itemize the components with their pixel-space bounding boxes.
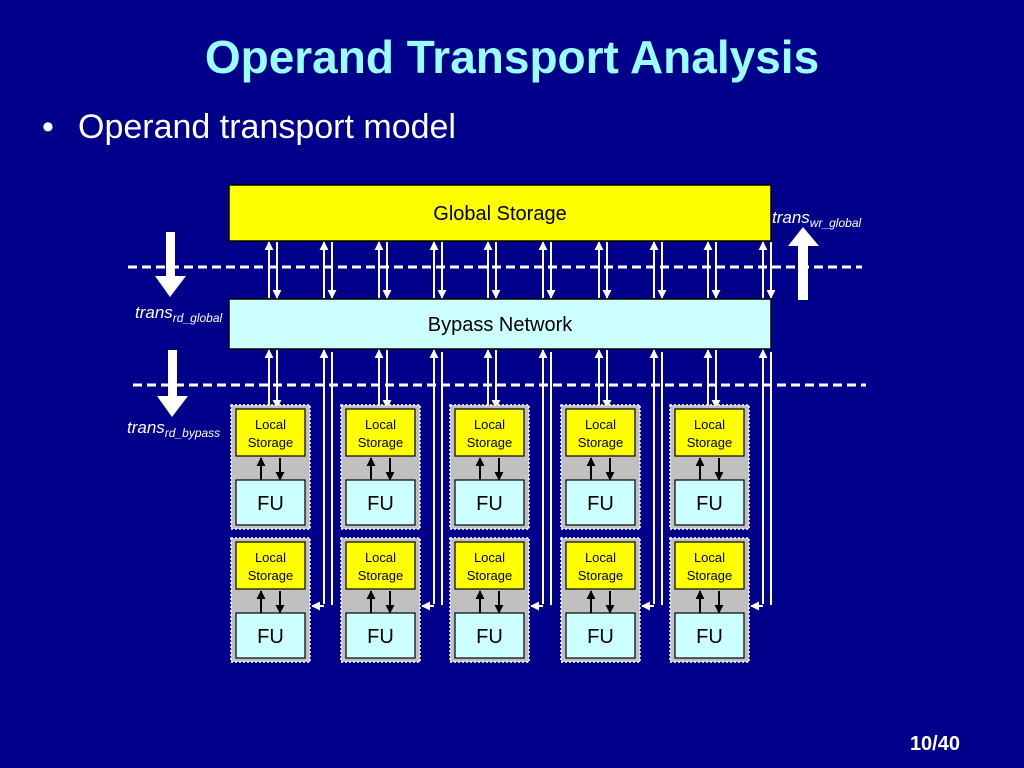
functional-unit: FU (235, 479, 306, 526)
bypass-network-label: Bypass Network (428, 314, 573, 336)
big-arrow-rd-global (155, 232, 186, 297)
fu-label: FU (257, 626, 284, 648)
functional-unit: FU (235, 612, 306, 659)
trans-rd-bypass-label: transrd_bypass (127, 418, 220, 440)
big-arrow-wr-global (788, 227, 819, 300)
global-storage: Global Storage (228, 184, 772, 242)
global-storage-label: Global Storage (433, 203, 566, 225)
big-arrow-rd-bypass (157, 350, 188, 417)
functional-unit: FU (565, 612, 636, 659)
fu-label: FU (587, 626, 614, 648)
bullet-item: • Operand transport model (42, 108, 456, 147)
fu-label: FU (476, 626, 503, 648)
fu-label: FU (367, 493, 394, 515)
fu-label: FU (696, 493, 723, 515)
functional-unit: FU (454, 612, 525, 659)
trans-wr-global-label: transwr_global (772, 208, 861, 230)
bullet-dot: • (42, 108, 54, 146)
fu-label: FU (696, 626, 723, 648)
fu-label: FU (367, 626, 394, 648)
bypass-network: Bypass Network (228, 298, 772, 350)
functional-unit: FU (454, 479, 525, 526)
functional-unit: FU (674, 612, 745, 659)
functional-unit: FU (674, 479, 745, 526)
bullet-text: Operand transport model (78, 108, 456, 146)
functional-unit: FU (345, 612, 416, 659)
fu-label: FU (476, 493, 503, 515)
fu-label: FU (587, 493, 614, 515)
connection-arrows (264, 241, 776, 611)
slide-title: Operand Transport Analysis (204, 31, 820, 83)
trans-rd-global-label: transrd_global (135, 303, 223, 325)
page-number: 10/40 (909, 733, 960, 755)
functional-unit: FU (565, 479, 636, 526)
fu-label: FU (257, 493, 284, 515)
functional-unit: FU (345, 479, 416, 526)
